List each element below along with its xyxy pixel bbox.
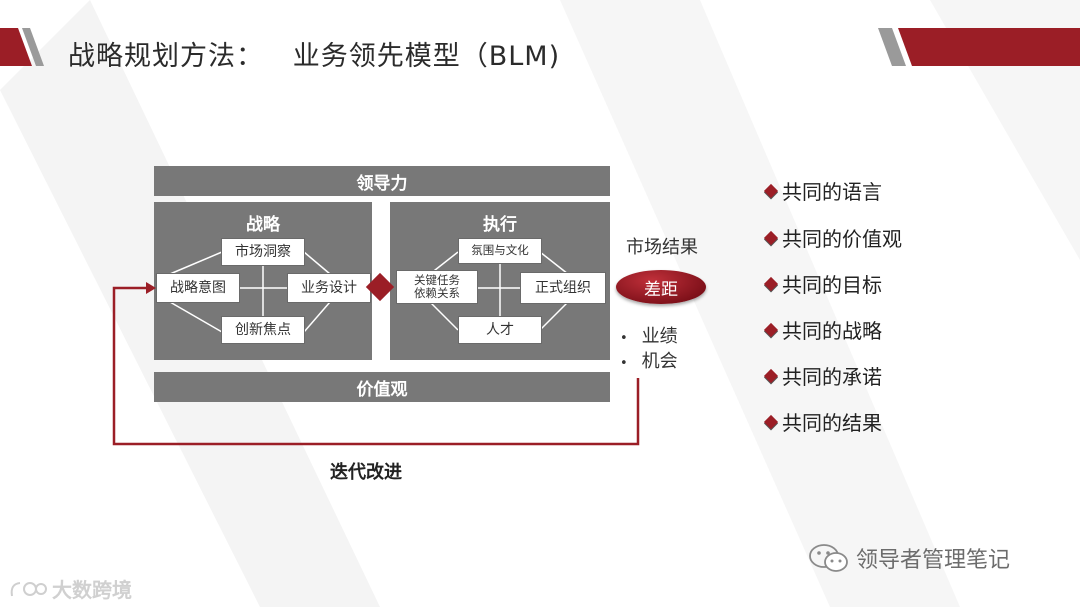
wechat-icon [809, 544, 848, 572]
diamond-bullet-icon [763, 414, 779, 429]
diamond-bullet-icon [763, 183, 779, 198]
watermark-right-text: 领导者管理笔记 [856, 548, 1011, 573]
watermark-left-text: 大数跨境 [52, 578, 132, 602]
critical-tasks-box: 关键任务 依赖关系 [396, 270, 478, 304]
gap-item-label: 机会 [641, 351, 678, 372]
benefit-item: 共同的语言 [763, 176, 882, 205]
benefit-label: 共同的承诺 [782, 365, 882, 389]
diamond-bullet-icon [763, 276, 779, 291]
strategy-title: 战略 [246, 215, 280, 235]
benefit-label: 共同的价值观 [782, 227, 902, 251]
benefit-label: 共同的结果 [782, 411, 882, 435]
benefit-item: 共同的结果 [763, 407, 882, 436]
benefit-label: 共同的语言 [782, 180, 882, 204]
header-ribbon-right [878, 28, 1080, 66]
execution-title: 执行 [483, 215, 517, 235]
benefit-label: 共同的目标 [782, 273, 882, 297]
watermark-left: 大数跨境 [8, 574, 132, 603]
market-result-label: 市场结果 [626, 237, 698, 258]
gap-item-performance: • 业绩 [620, 322, 678, 348]
gap-label: 差距 [644, 279, 678, 300]
benefit-item: 共同的战略 [763, 315, 882, 344]
diamond-bullet-icon [763, 368, 779, 383]
benefit-label: 共同的战略 [782, 319, 882, 343]
market-insight-box: 市场洞察 [221, 238, 305, 266]
business-design-box: 业务设计 [287, 273, 371, 303]
brand-logo-icon [10, 581, 47, 596]
bullet-dot: • [620, 356, 628, 371]
bullet-dot: • [620, 331, 628, 346]
benefit-item: 共同的承诺 [763, 361, 882, 390]
gap-item-opportunity: • 机会 [620, 347, 678, 373]
leadership-bar: 领导力 [154, 166, 610, 196]
values-bar: 价值观 [154, 372, 610, 402]
climate-culture-box: 氛围与文化 [458, 238, 542, 264]
watermark-right: 领导者管理笔记 [808, 542, 1010, 574]
strategy-panel: 战略 市场洞察 战略意图 业务设计 创新焦点 [154, 202, 372, 360]
talent-box: 人才 [458, 316, 542, 344]
execution-panel: 执行 氛围与文化 关键任务 依赖关系 正式组织 人才 [390, 202, 610, 360]
strategic-intent-box: 战略意图 [156, 273, 240, 303]
formal-org-box: 正式组织 [520, 272, 606, 304]
diamond-bullet-icon [763, 230, 779, 245]
gap-item-label: 业绩 [641, 326, 678, 347]
benefit-item: 共同的目标 [763, 269, 882, 298]
benefit-item: 共同的价值观 [763, 223, 902, 252]
innovation-focus-box: 创新焦点 [221, 316, 305, 344]
diamond-bullet-icon [763, 322, 779, 337]
page-title: 战略规划方法： 业务领先模型（BLM) [68, 41, 561, 72]
header-ribbon-left [0, 28, 44, 66]
gap-ellipse: 差距 [616, 270, 706, 304]
iteration-label: 迭代改进 [330, 462, 402, 483]
